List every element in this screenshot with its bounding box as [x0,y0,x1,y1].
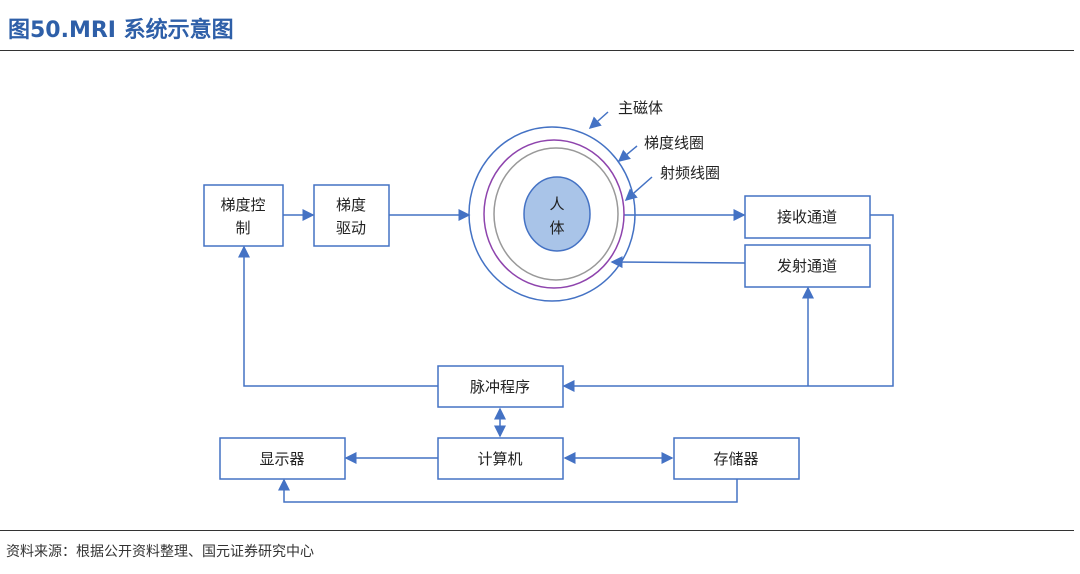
pulse-sequence-box [437,365,564,408]
receive-channel-label: 接收通道 [777,208,837,226]
receive-channel-box [744,195,871,239]
computer-label: 计算机 [477,450,522,468]
pointer-gradient-coil [617,145,638,162]
rf-coil-ring [493,147,619,281]
main-magnet-ring [468,126,636,302]
gradient-drive-label-2: 驱动 [336,219,366,237]
arrow-transmit-to-rfcoil [610,256,746,269]
arrow-storage-to-display [278,478,738,503]
body-label-1: 人 [549,195,564,213]
source-note: 资料来源：根据公开资料整理、国元证券研究中心 [6,544,314,560]
gradient-drive-label-1: 梯度 [336,196,366,214]
storage-box [673,437,800,480]
gradient-control-label-1: 梯度控 [220,196,265,214]
title-divider [0,50,1074,51]
gradient-coil-ring [483,139,625,289]
pointer-main-magnet [588,111,609,129]
human-body [523,176,591,252]
computer-box [437,437,564,480]
transmit-channel-label: 发射通道 [777,257,837,275]
figure-title: 图50.MRI 系统示意图 [8,18,234,43]
pulse-sequence-label: 脉冲程序 [470,378,530,396]
gradient-control-label-2: 制 [235,219,250,237]
pointer-rf-coil [624,176,653,201]
body-label-2: 体 [549,219,564,237]
gradient-drive-box [313,184,390,247]
display-box [219,437,346,480]
main-magnet-label: 主磁体 [618,99,663,117]
gradient-control-box [203,184,284,247]
arrow-receive-to-pulse [562,214,894,392]
storage-label: 存储器 [713,450,758,468]
gradient-coil-label: 梯度线圈 [644,134,704,152]
display-label: 显示器 [259,450,304,468]
transmit-channel-box [744,244,871,288]
footer-divider [0,530,1074,531]
arrow-pulse-to-gradctrl [238,245,438,387]
rf-coil-label: 射频线圈 [660,164,720,182]
